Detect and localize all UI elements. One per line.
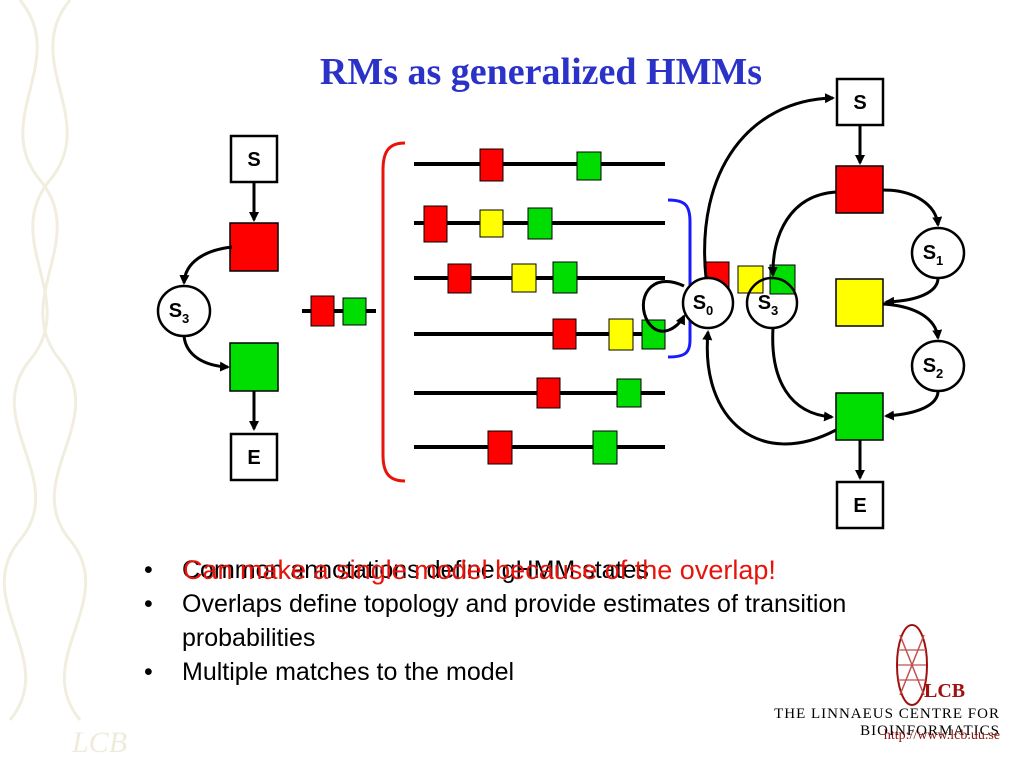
blue-bracket — [667, 198, 692, 359]
arrow-red-to-s1 — [882, 188, 943, 227]
sequence-alignments — [414, 148, 666, 465]
sequence-row — [414, 205, 665, 243]
s0-label: S0 — [693, 292, 714, 318]
sequence-row — [414, 148, 665, 182]
left-red-state — [229, 222, 279, 272]
bullet-text: Overlaps define topology and provide est… — [182, 590, 847, 652]
arrow-s0-to-start — [703, 93, 835, 279]
bullet-list: • Common annotations define gHMM states •… — [144, 553, 944, 689]
arrow-s3-to-green — [771, 327, 834, 422]
arrow-s2-to-green — [884, 390, 940, 421]
right-green-state — [835, 392, 884, 441]
s0-circle — [681, 276, 735, 330]
svg-text:LCB: LCB — [71, 726, 127, 759]
institute-url[interactable]: http://www.lcb.uu.se — [883, 728, 1000, 743]
s3-label: S3 — [758, 292, 779, 318]
bullet-item: • Multiple matches to the model — [144, 655, 944, 689]
left-start-box — [229, 134, 279, 184]
sequence-row — [414, 377, 665, 409]
lcb-logo — [896, 624, 928, 706]
left-arrow-to-s3 — [179, 245, 233, 285]
bullet-marker: • — [144, 590, 153, 618]
sequence-row — [414, 430, 665, 465]
s1-label: S1 — [923, 242, 944, 268]
bullet-text: Multiple matches to the model — [182, 658, 515, 686]
sequence-row — [414, 318, 666, 351]
lcb-watermark: LCB — [71, 726, 127, 759]
bullet-marker: • — [144, 556, 153, 584]
left-end-box — [229, 432, 279, 482]
right-start-label: S — [853, 92, 866, 114]
query-sequence — [302, 295, 376, 327]
left-end-label: E — [247, 447, 260, 469]
arrow-yellow-to-s2 — [882, 302, 943, 340]
left-s3-label: S3 — [169, 300, 190, 326]
slide-title: RMs as generalized HMMs — [319, 51, 763, 93]
right-model: S0 S3 S S1 S2 E — [641, 77, 966, 530]
right-start-box — [835, 77, 885, 127]
left-start-label: S — [247, 149, 260, 171]
dna-watermark — [2, 0, 88, 721]
arrow-s1-to-yellow — [884, 277, 940, 307]
bullet-item: • Common annotations define gHMM states — [144, 553, 944, 587]
bullet-item: • Overlaps define topology and provide es… — [144, 587, 944, 655]
left-green-state — [229, 342, 279, 392]
right-yellow-state — [835, 278, 884, 327]
s0-self-loop — [641, 279, 686, 333]
right-end-box — [835, 480, 885, 530]
sequence-row — [414, 261, 665, 294]
right-red-state — [835, 165, 884, 214]
institute-name: THE LINNAEUS CENTRE FOR BIOINFORMATICS — [774, 706, 1000, 739]
right-end-label: E — [853, 495, 866, 517]
arrow-red-to-s3 — [767, 190, 837, 277]
left-arrow-from-s3 — [182, 335, 230, 372]
bullet-marker: • — [144, 658, 153, 686]
left-model: S S3 E — [156, 134, 279, 482]
bullet-text: Common annotations define gHMM states — [182, 556, 649, 584]
red-bracket — [381, 141, 406, 483]
arrow-green-to-s0 — [702, 330, 837, 446]
overlay-message: Can make a single model because of the o… — [183, 555, 776, 585]
s2-label: S2 — [923, 355, 944, 381]
lcb-mark-text: LCB — [924, 680, 966, 702]
